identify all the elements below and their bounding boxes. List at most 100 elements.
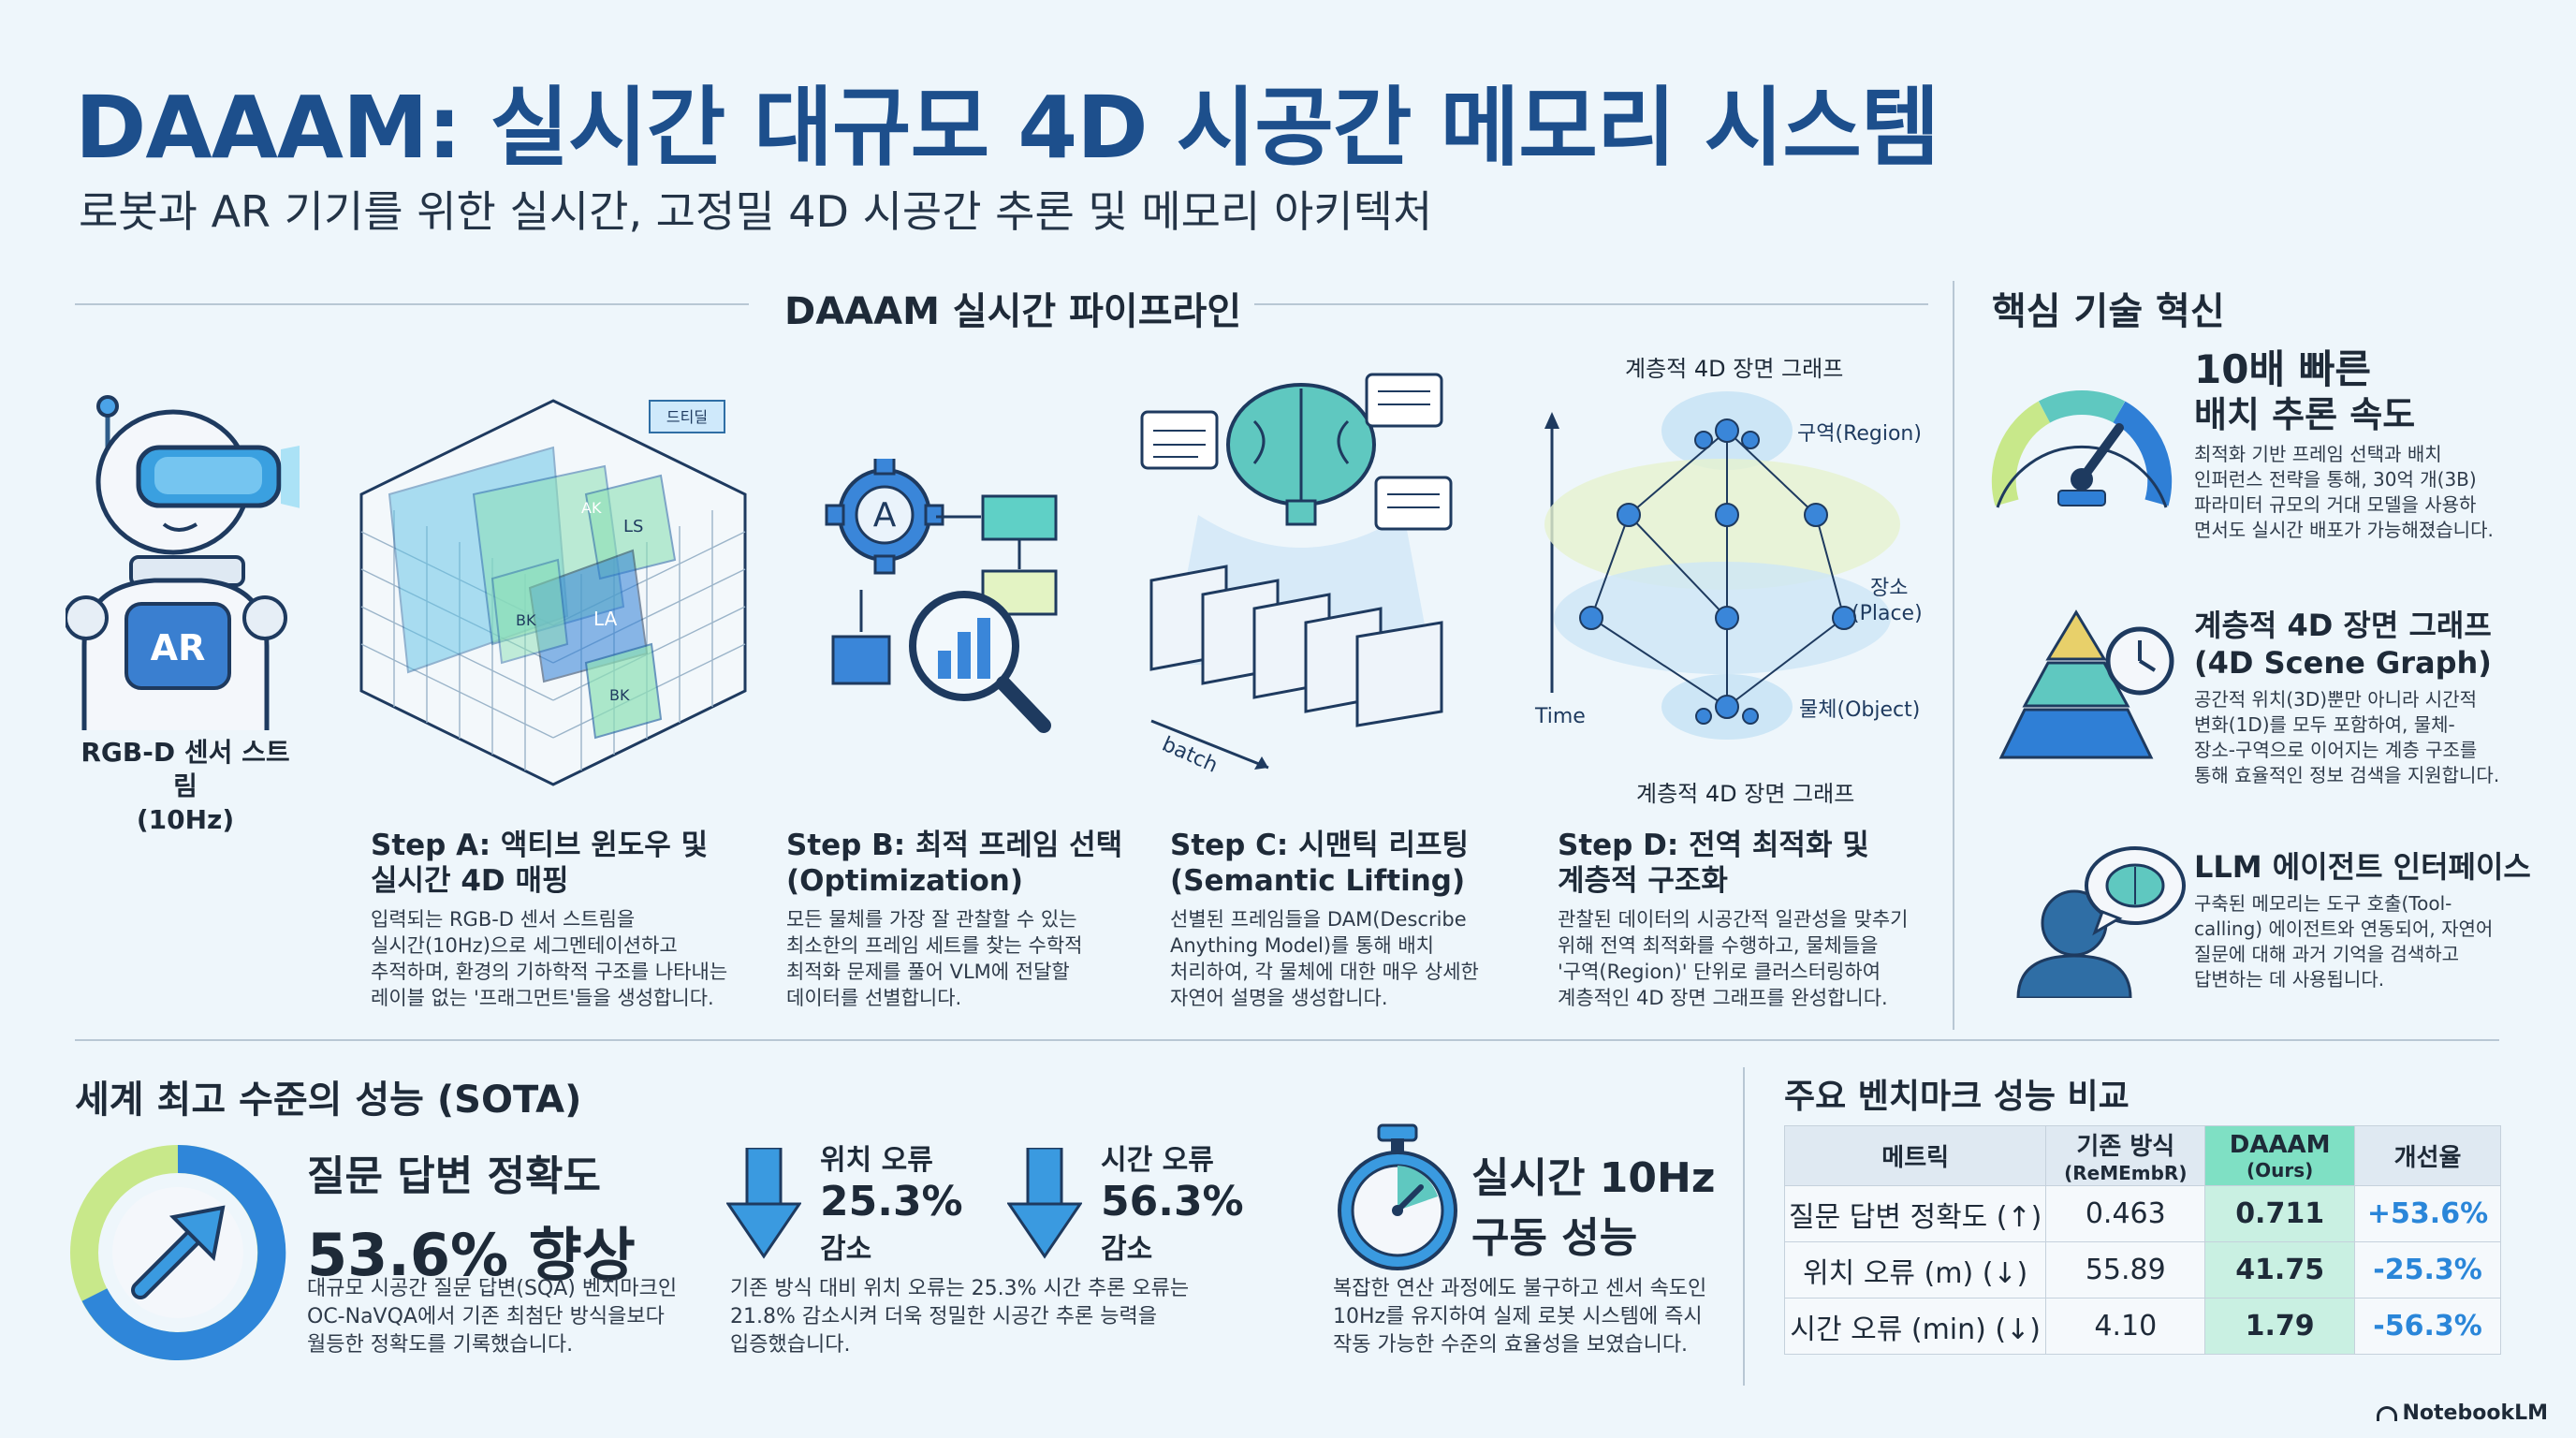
stepB-card: Step B: 최적 프레임 선택 (Optimization) 모든 물체를 … bbox=[786, 828, 1151, 1011]
col-base-label: 기존 방식 bbox=[2076, 1133, 2175, 1161]
semantic-lifting-illustration: batch bbox=[1140, 373, 1453, 777]
tech2-desc-4: 통해 효율적인 정보 검색을 지원합니다. bbox=[2194, 764, 2500, 786]
tech-item-llm: LLM 에이전트 인터페이스 구축된 메모리는 도구 호출(Tool- call… bbox=[2194, 848, 2569, 992]
notebooklm-brand: NotebookLM bbox=[2376, 1401, 2548, 1425]
batch-label: batch bbox=[1159, 733, 1222, 777]
pos-value: 25.3% bbox=[820, 1178, 963, 1225]
stepB-desc-4: 데이터를 선별합니다. bbox=[786, 987, 962, 1009]
bench-title: 주요 벤치마크 성능 비교 bbox=[1784, 1078, 2130, 1116]
stepC-desc-4: 자연어 설명을 생성합니다. bbox=[1170, 987, 1388, 1009]
brain-icon bbox=[1226, 383, 1376, 526]
stepA-desc-3: 추적하며, 환경의 기하학적 구조를 나타내는 bbox=[371, 961, 728, 983]
robot-badge: AR bbox=[151, 627, 206, 668]
stepA-tag-6: BK bbox=[609, 686, 630, 704]
row3-imp: -56.3% bbox=[2354, 1298, 2501, 1355]
pipeline-title: DAAAM 실시간 파이프라인 bbox=[784, 290, 1242, 333]
page-title: DAAAM: 실시간 대규모 4D 시공간 메모리 시스템 bbox=[75, 78, 1939, 178]
time-down-arrow-icon bbox=[1007, 1148, 1082, 1259]
accuracy-ring-icon bbox=[70, 1144, 286, 1360]
graph-bottom-label: 계층적 4D 장면 그래프 bbox=[1636, 781, 1855, 807]
region-label: 구역(Region) bbox=[1797, 422, 1922, 446]
stepB-desc-1: 모든 물체를 가장 잘 관찰할 수 있는 bbox=[786, 908, 1077, 931]
qa-desc-1: 대규모 시공간 질문 답변(SQA) 벤치마크인 bbox=[307, 1277, 678, 1300]
stepA-desc-1: 입력되는 RGB-D 센서 스트림을 bbox=[371, 908, 636, 931]
tech-title: 핵심 기술 혁신 bbox=[1992, 290, 2225, 333]
table-row: 위치 오류 (m) (↓) 55.89 41.75 -25.3% bbox=[1783, 1241, 2501, 1299]
stopwatch-icon bbox=[1338, 1123, 1457, 1270]
stepA-tag-1: 드티딜 bbox=[666, 408, 708, 426]
place-label-2: (Place) bbox=[1852, 602, 1923, 625]
stepA-desc-2: 실시간(10Hz)으로 세그멘테이션하고 bbox=[371, 934, 678, 957]
error-desc: 기존 방식 대비 위치 오류는 25.3% 시간 추론 오류는 21.8% 감소… bbox=[730, 1275, 1254, 1359]
row3-base: 4.10 bbox=[2045, 1298, 2206, 1355]
row2-ours: 41.75 bbox=[2204, 1241, 2356, 1299]
tech3-title-1: LLM 에이전트 인터페이스 bbox=[2194, 849, 2531, 885]
time-suffix: 감소 bbox=[1101, 1233, 1153, 1266]
sota-title: 세계 최고 수준의 성능 (SOTA) bbox=[75, 1078, 582, 1122]
pipeline-divider-left bbox=[75, 303, 749, 305]
tech3-desc-4: 답변하는 데 사용됩니다. bbox=[2194, 968, 2385, 990]
err-desc-3: 입증했습니다. bbox=[730, 1333, 851, 1357]
notebooklm-logo-icon bbox=[2376, 1406, 2397, 1421]
stepD-desc-4: 계층적인 4D 장면 그래프를 완성합니다. bbox=[1558, 987, 1888, 1009]
page-subtitle: 로봇과 AR 기기를 위한 실시간, 고정밀 4D 시공간 추론 및 메모리 아… bbox=[79, 186, 1433, 237]
robot-icon: AR bbox=[66, 395, 300, 730]
col-ours-sub: (Ours) bbox=[2247, 1158, 2314, 1181]
graph-top-label: 계층적 4D 장면 그래프 bbox=[1625, 356, 1844, 382]
table-row: 시간 오류 (min) (↓) 4.10 1.79 -56.3% bbox=[1783, 1298, 2501, 1355]
object-label: 물체(Object) bbox=[1799, 698, 1920, 722]
tech1-desc-4: 면서도 실시간 배포가 가능해졌습니다. bbox=[2194, 519, 2494, 541]
qa-metric: 질문 답변 정확도 53.6% 향상 bbox=[307, 1142, 719, 1292]
sensor-label-line1: RGB-D 센서 스트림 bbox=[80, 737, 290, 801]
stepB-title-2: (Optimization) bbox=[786, 864, 1024, 898]
pipeline-divider-right bbox=[1254, 303, 1928, 305]
stepB-title-1: Step B: 최적 프레임 선택 bbox=[786, 829, 1123, 862]
stepA-tag-3: LS bbox=[623, 517, 643, 536]
stepC-title-1: Step C: 시맨틱 리프팅 bbox=[1170, 829, 1470, 862]
tech-item-speed: 10배 빠른 배치 추론 속도 최적화 기반 프레임 선택과 배치 인퍼런스 전… bbox=[2194, 346, 2569, 543]
stepD-desc-3: '구역(Region)' 단위로 클러스터링하여 bbox=[1558, 961, 1881, 983]
col-ours-label: DAAAM bbox=[2229, 1130, 2331, 1159]
scene-graph-illustration: Time 구역(Region) 장소 (Place) 물체(Object) bbox=[1534, 391, 1923, 740]
stepD-desc-1: 관찰된 데이터의 시공간적 일관성을 맞추기 bbox=[1558, 908, 1909, 931]
bottom-vertical-divider bbox=[1743, 1067, 1745, 1386]
realtime-desc: 복잡한 연산 과정에도 불구하고 센서 속도인 10Hz를 유지하여 실제 로봇… bbox=[1333, 1275, 1735, 1359]
col-base: 기존 방식 (ReMEmbR) bbox=[2045, 1125, 2206, 1186]
table-header-row: 메트릭 기존 방식 (ReMEmbR) DAAAM (Ours) 개선율 bbox=[1783, 1125, 2501, 1186]
tech2-title-2: (4D Scene Graph) bbox=[2194, 645, 2492, 681]
llm-agent-icon bbox=[2016, 846, 2186, 998]
rt-desc-1: 복잡한 연산 과정에도 불구하고 센서 속도인 bbox=[1333, 1277, 1707, 1300]
time-label: 시간 오류 bbox=[1101, 1144, 1214, 1177]
tech-item-scene-graph: 계층적 4D 장면 그래프 (4D Scene Graph) 공간적 위치(3D… bbox=[2194, 607, 2569, 788]
stepA-title-2: 실시간 4D 매핑 bbox=[371, 864, 569, 898]
sensor-label-line2: (10Hz) bbox=[136, 804, 235, 835]
stepA-tag-4: BK bbox=[516, 611, 536, 629]
tech2-title-1: 계층적 4D 장면 그래프 bbox=[2194, 608, 2492, 643]
row3-ours: 1.79 bbox=[2204, 1298, 2356, 1355]
position-error-metric: 위치 오류 25.3% 감소 bbox=[820, 1137, 963, 1267]
row1-base: 0.463 bbox=[2045, 1185, 2206, 1242]
stepC-desc-2: Anything Model)를 통해 배치 bbox=[1170, 934, 1434, 957]
row3-metric: 시간 오류 (min) (↓) bbox=[1783, 1298, 2047, 1355]
pyramid-clock-icon bbox=[1998, 609, 2174, 759]
col-metric: 메트릭 bbox=[1783, 1125, 2047, 1186]
tech3-desc-1: 구축된 메모리는 도구 호출(Tool- bbox=[2194, 892, 2452, 915]
sensor-label: RGB-D 센서 스트림 (10Hz) bbox=[73, 736, 298, 837]
vertical-divider bbox=[1953, 281, 1954, 1030]
rt-desc-2: 10Hz를 유지하여 실제 로봇 시스템에 즉시 bbox=[1333, 1305, 1703, 1328]
tech2-desc-1: 공간적 위치(3D)뿐만 아니라 시간적 bbox=[2194, 688, 2478, 711]
row2-base: 55.89 bbox=[2045, 1241, 2206, 1299]
row2-imp: -25.3% bbox=[2354, 1241, 2501, 1299]
benchmark-table: 메트릭 기존 방식 (ReMEmbR) DAAAM (Ours) 개선율 질문 … bbox=[1783, 1125, 2501, 1355]
stepC-desc-1: 선별된 프레임들을 DAM(Describe bbox=[1170, 908, 1467, 931]
pos-suffix: 감소 bbox=[820, 1233, 872, 1266]
position-down-arrow-icon bbox=[726, 1148, 801, 1259]
table-row: 질문 답변 정확도 (↑) 0.463 0.711 +53.6% bbox=[1783, 1185, 2501, 1242]
time-error-metric: 시간 오류 56.3% 감소 bbox=[1101, 1137, 1244, 1267]
stepD-title-1: Step D: 전역 최적화 및 bbox=[1558, 829, 1869, 862]
tech1-desc-3: 파라미터 규모의 거대 모델을 사용하 bbox=[2194, 493, 2477, 516]
time-axis-label: Time bbox=[1534, 705, 1586, 728]
tech2-desc-2: 변화(1D)를 모두 포함하여, 물체- bbox=[2194, 713, 2455, 736]
rt-line1: 실시간 10Hz bbox=[1471, 1154, 1716, 1202]
stepD-title-2: 계층적 구조화 bbox=[1558, 864, 1728, 898]
